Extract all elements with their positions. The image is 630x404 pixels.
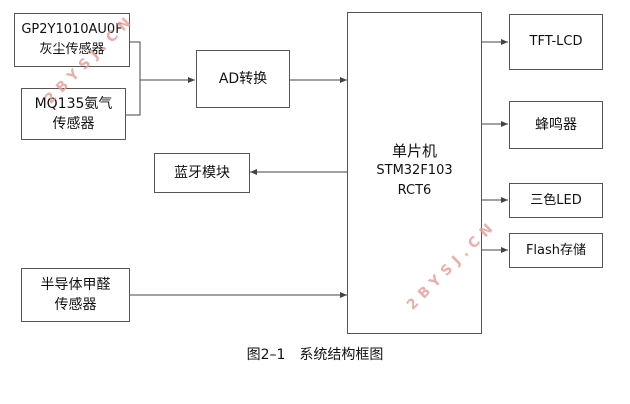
flash-storage-label: Flash存储	[525, 242, 587, 258]
ad-converter-block: AD转换	[196, 50, 290, 108]
mcu-model: STM32F103	[376, 163, 453, 178]
mcu-block: 单片机 STM32F103 RCT6	[347, 12, 482, 334]
bluetooth-block: 蓝牙模块	[154, 153, 250, 193]
mq135-line2: 传感器	[52, 116, 95, 132]
tft-lcd-block: TFT-LCD	[509, 14, 603, 70]
mcu-title: 单片机	[391, 142, 437, 160]
bluetooth-label: 蓝牙模块	[174, 165, 230, 181]
flash-storage-block: Flash存储	[509, 233, 603, 268]
formaldehyde-sensor-block: 半导体甲醛 传感器	[21, 268, 130, 322]
rgb-led-label: 三色LED	[530, 192, 582, 208]
formaldehyde-line1: 半导体甲醛	[40, 277, 111, 293]
dust-sensor-line2: 灰尘传感器	[39, 42, 105, 57]
buzzer-block: 蜂鸣器	[509, 101, 603, 149]
mq135-line1: MQ135氨气	[34, 96, 113, 112]
tft-lcd-label: TFT-LCD	[529, 34, 583, 49]
line-dust-to-ad	[130, 41, 141, 80]
mq135-block: MQ135氨气 传感器	[21, 88, 126, 140]
line-mq135-to-ad	[126, 80, 141, 116]
figure-caption: 图2–1 系统结构框图	[246, 347, 384, 363]
formaldehyde-line2: 传感器	[54, 297, 97, 313]
dust-sensor-block: GP2Y1010AU0F 灰尘传感器	[14, 13, 130, 67]
dust-sensor-line1: GP2Y1010AU0F	[21, 22, 123, 37]
rgb-led-block: 三色LED	[509, 183, 603, 218]
buzzer-label: 蜂鸣器	[535, 117, 577, 133]
mcu-suffix: RCT6	[397, 183, 432, 198]
ad-converter-label: AD转换	[218, 71, 268, 87]
